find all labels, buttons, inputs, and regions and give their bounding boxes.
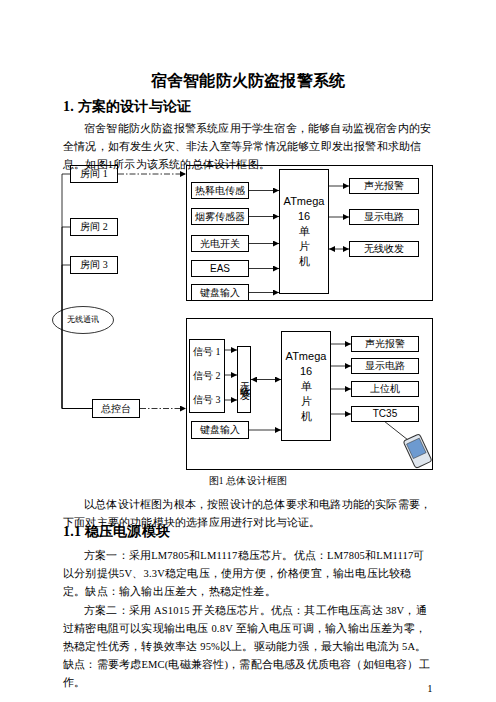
dash-dot-link <box>140 408 186 409</box>
bus-line <box>62 174 92 409</box>
output-box: 声光报警 <box>351 336 419 352</box>
console-box: 总控台 <box>92 399 140 418</box>
sensor-box: 光电开关 <box>191 235 249 252</box>
output-box: 显示电路 <box>349 209 419 225</box>
output-box: 上位机 <box>351 381 419 397</box>
node-text: EAS <box>210 263 230 275</box>
node-text: 信号 3 <box>193 394 221 406</box>
signal-arrow <box>329 249 349 250</box>
gsm-box: TC35 <box>351 406 419 422</box>
body-paragraph: 方案二：采用 AS1015 开关稳压芯片。优点：其工作电压高达 38V，通过精密… <box>63 602 433 692</box>
node-text: 房间 3 <box>80 259 108 271</box>
signal-arrow <box>225 400 237 401</box>
dash-dot-link <box>118 174 186 175</box>
bus-line <box>62 265 92 409</box>
node-text: 显示电路 <box>365 360 405 372</box>
page-title: 宿舍智能防火防盗报警系统 <box>63 72 433 90</box>
node-text: 房间 2 <box>80 221 108 233</box>
sensor-box: EAS <box>191 260 249 277</box>
signal-arrow <box>249 190 279 191</box>
node-text: 总控台 <box>101 403 131 415</box>
node-text: 键盘输入 <box>200 287 240 299</box>
figure-caption: 图1 总体设计框图 <box>63 472 433 490</box>
node-text: ATmega 16 单 片 机 <box>281 194 327 269</box>
signal-box: 信号 1 信号 2 信号 3 <box>189 339 225 413</box>
section-heading: 1. 方案的设计与论证 <box>63 98 433 116</box>
node-text: 键盘输入 <box>200 424 240 436</box>
node-text: 显示电路 <box>364 211 404 223</box>
phone-leader <box>384 421 408 440</box>
node-text: TC35 <box>373 408 397 420</box>
room-box: 房间 2 <box>70 218 118 236</box>
node-text: 声光报警 <box>364 180 404 192</box>
output-box: 显示电路 <box>351 358 419 374</box>
output-box: 声光报警 <box>349 178 419 194</box>
module-frame: 信号 1 信号 2 信号 3 无线收发 ATmega 16 单 片 机 声光报警显示电路上… <box>186 318 433 470</box>
node-text: ATmega 16 单 片 机 <box>283 349 329 424</box>
sensor-box: 热释电传感 <box>191 182 249 199</box>
body-paragraph: 宿舍智能防火防盗报警系统应用于学生宿舍，能够自动监视宿舍内的安全情况，如有发生火… <box>63 120 433 174</box>
signal-arrow <box>251 379 281 380</box>
module-frame: 热释电传感烟雾传感器光电开关 EAS 键盘输入 ATmega 16 单 片 机 声光报警… <box>186 165 433 301</box>
node-text: 信号 1 <box>193 346 221 358</box>
node-text: 烟雾传感器 <box>195 211 245 223</box>
signal-arrow <box>225 375 237 376</box>
node-text: 热释电传感 <box>195 185 245 197</box>
node-text: 无线收发 <box>364 243 404 255</box>
room-box: 房间 3 <box>70 256 118 274</box>
input-box: 键盘输入 <box>191 284 249 301</box>
radio-box: 无线收发 <box>349 241 419 257</box>
signal-arrow <box>249 292 279 293</box>
phone-screen <box>407 438 426 458</box>
radio-box: 无线收发 <box>237 346 251 413</box>
mcu-box: ATmega 16 单 片 机 <box>279 169 329 294</box>
phone-icon <box>403 434 432 469</box>
signal-arrow <box>331 366 351 367</box>
mcu-box: ATmega 16 单 片 机 <box>281 331 331 441</box>
callout-ellipse: 无线通讯 <box>52 306 114 334</box>
signal-arrow <box>249 430 281 431</box>
signal-arrow <box>329 186 349 187</box>
node-text: 光电开关 <box>200 238 240 250</box>
node-text: 无线通讯 <box>67 314 99 326</box>
signal-arrow <box>331 414 351 415</box>
signal-arrow <box>329 217 349 218</box>
node-text: 无线收发 <box>238 374 250 386</box>
section-heading: 1.1 稳压电源模块 <box>63 523 433 541</box>
node-text: 信号 2 <box>193 370 221 382</box>
signal-arrow <box>331 344 351 345</box>
input-box: 键盘输入 <box>191 421 249 439</box>
sensor-box: 烟雾传感器 <box>191 208 249 225</box>
signal-arrow <box>249 243 279 244</box>
signal-arrow <box>225 350 237 351</box>
phone-body <box>403 434 432 469</box>
node-text: 上位机 <box>370 383 400 395</box>
body-paragraph: 方案一：采用LM7805和LM1117稳压芯片。优点：LM7805和LM1117… <box>63 547 433 601</box>
page-number: 1 <box>420 680 440 698</box>
node-text: 声光报警 <box>365 338 405 350</box>
ellipse-shape <box>53 307 114 334</box>
signal-arrow <box>249 216 279 217</box>
signal-arrow <box>331 389 351 390</box>
signal-arrow <box>249 268 279 269</box>
